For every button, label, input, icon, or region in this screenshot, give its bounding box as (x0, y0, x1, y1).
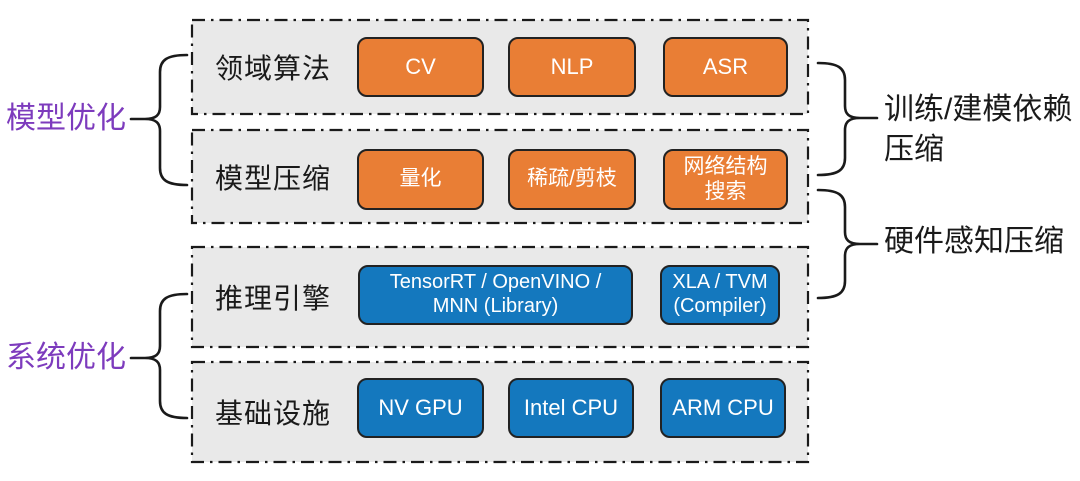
label-hardware-aware-compression: 硬件感知压缩 (884, 225, 1064, 259)
box-compilers: XLA / TVM (Compiler) (660, 265, 780, 325)
box-inference-libraries: TensorRT / OpenVINO / MNN (Library) (358, 265, 633, 325)
box-arm-cpu: ARM CPU (660, 378, 786, 438)
row-label-infrastructure: 基础设施 (215, 398, 332, 429)
right-brace-hardware-compression (816, 188, 879, 300)
right-brace-training-compression (816, 61, 879, 177)
row-label-domain-algorithms: 领域算法 (215, 53, 332, 84)
box-nv-gpu: NV GPU (357, 378, 484, 438)
box-quantization: 量化 (357, 149, 484, 210)
left-brace-system-optimization (129, 292, 189, 420)
box-network-architecture-search: 网络结构 搜索 (663, 149, 788, 210)
box-nlp: NLP (508, 37, 636, 97)
row-label-inference-engine: 推理引擎 (215, 283, 332, 314)
row-label-model-compression: 模型压缩 (215, 162, 332, 194)
box-intel-cpu: Intel CPU (508, 378, 634, 438)
box-sparse-pruning: 稀疏/剪枝 (508, 149, 636, 210)
label-system-optimization: 系统优化 (6, 341, 126, 375)
label-training-modeling-dependent-compression: 训练/建模依赖 压缩 (884, 93, 1073, 166)
box-cv: CV (357, 37, 484, 97)
left-brace-model-optimization (129, 53, 189, 187)
box-asr: ASR (663, 37, 788, 97)
label-model-optimization: 模型优化 (6, 102, 126, 136)
